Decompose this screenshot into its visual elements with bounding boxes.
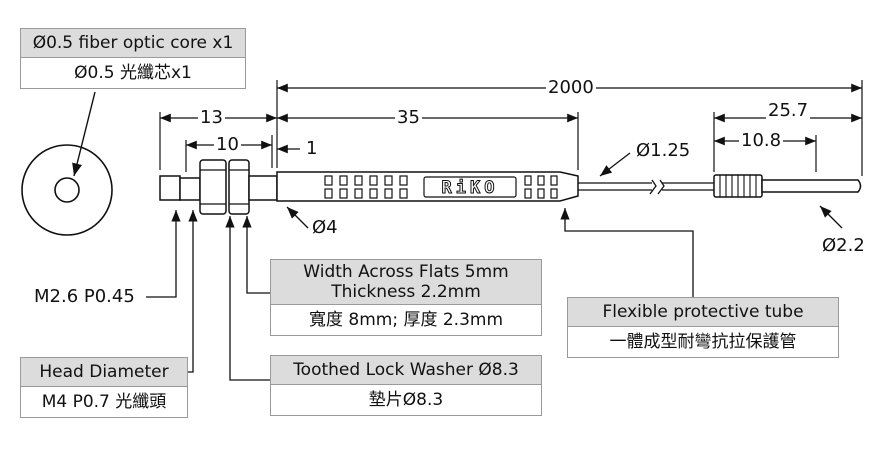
thread-tip-leader <box>146 210 181 298</box>
dim-10: 10 <box>214 134 241 155</box>
fiber-core-subtitle: Ø0.5 光纖芯x1 <box>74 63 192 83</box>
width-flats-title-line2: Thickness 2.2mm <box>331 282 481 302</box>
head-diameter-title: Head Diameter <box>21 358 187 387</box>
dim-13: 13 <box>198 107 225 128</box>
dim-1: 1 <box>306 138 318 159</box>
width-flats-callout: Width Across Flats 5mm Thickness 2.2mm 寬… <box>270 259 542 336</box>
dim-25-7: 25.7 <box>766 100 811 121</box>
dim-35: 35 <box>395 107 422 128</box>
brand-logo: RiKO <box>442 178 499 198</box>
lock-washer-callout: Toothed Lock Washer Ø8.3 墊片Ø8.3 <box>270 355 542 416</box>
dia-1-25-label: Ø1.25 <box>636 140 691 161</box>
thread-tip <box>159 175 181 201</box>
sensor-body <box>276 171 579 202</box>
threaded-shaft <box>248 175 278 201</box>
head-diameter-subtitle: M4 P0.7 光纖頭 <box>41 392 167 412</box>
lock-washer-leader <box>225 216 270 381</box>
head-diameter-leader <box>188 210 198 373</box>
thread-tip-label: M2.6 P0.45 <box>34 286 135 307</box>
dia-2-2-label: Ø2.2 <box>822 235 865 256</box>
end-view-cross-section <box>21 144 113 236</box>
width-flats-title: Width Across Flats 5mm Thickness 2.2mm <box>271 260 541 305</box>
dia4-leader <box>286 206 309 229</box>
protective-tube-subtitle: 一體成型耐彎抗拉保護管 <box>609 332 797 352</box>
dia-4-label: Ø4 <box>312 217 338 238</box>
hex-nut <box>199 159 227 215</box>
protective-tube-callout: Flexible protective tube 一體成型耐彎抗拉保護管 <box>567 297 839 358</box>
fiber-core-leader <box>72 91 96 177</box>
dim-10-8: 10.8 <box>739 130 784 151</box>
width-flats-subtitle: 寬度 8mm; 厚度 2.3mm <box>308 310 504 330</box>
fiber-core-title: Ø0.5 fiber optic core x1 <box>21 29 245 58</box>
width-flats-leader <box>242 216 270 294</box>
threaded-head <box>179 177 201 201</box>
head-diameter-callout: Head Diameter M4 P0.7 光纖頭 <box>20 357 188 418</box>
lock-washer-subtitle: 墊片Ø8.3 <box>368 390 444 410</box>
end-ferrule <box>713 174 862 198</box>
width-flats-title-line1: Width Across Flats 5mm <box>303 262 509 282</box>
fiber-cable <box>578 179 714 195</box>
fiber-core-callout: Ø0.5 fiber optic core x1 Ø0.5 光纖芯x1 <box>20 28 246 89</box>
dia22-leader <box>819 205 843 229</box>
protective-tube-leader <box>560 208 694 297</box>
lock-washer-title: Toothed Lock Washer Ø8.3 <box>271 356 541 385</box>
protective-tube-title: Flexible protective tube <box>568 298 838 327</box>
dia125-leader <box>599 152 631 177</box>
lock-washer <box>228 159 250 215</box>
dim-2000: 2000 <box>546 77 596 98</box>
